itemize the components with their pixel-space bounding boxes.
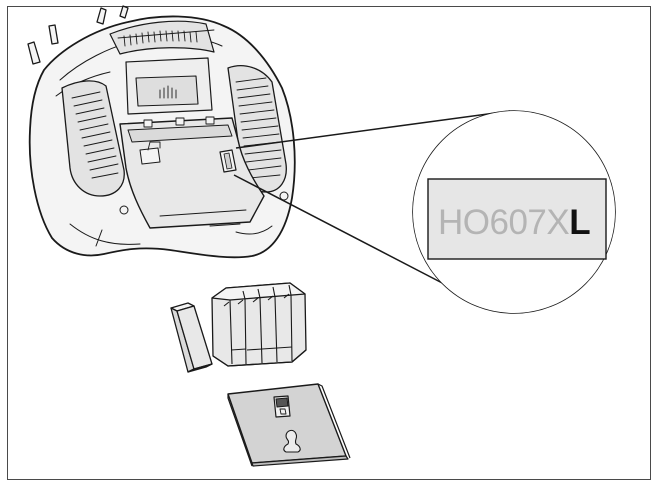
foam-spacer [170,302,213,373]
radio-transmitter [27,5,296,259]
battery-pack [211,282,307,367]
left-grip [61,80,125,197]
label-spot [219,149,237,173]
center-vent [159,85,177,99]
label-suffix-text: L [569,203,590,242]
battery-cover [227,383,351,467]
cover-latch [273,395,291,418]
battery-compartment [119,116,265,229]
figure-frame [7,6,651,480]
battery-type-label: HO607XL [427,178,607,260]
svg-text:HO607XL: HO607XL [438,203,590,242]
label-prefix-text: HO607X [438,203,569,242]
cover-tab [283,429,301,453]
top-grille [109,20,215,55]
antenna-switches [27,5,129,65]
label-magnifier: HO607XL [412,110,616,314]
callout-lines [233,110,511,287]
